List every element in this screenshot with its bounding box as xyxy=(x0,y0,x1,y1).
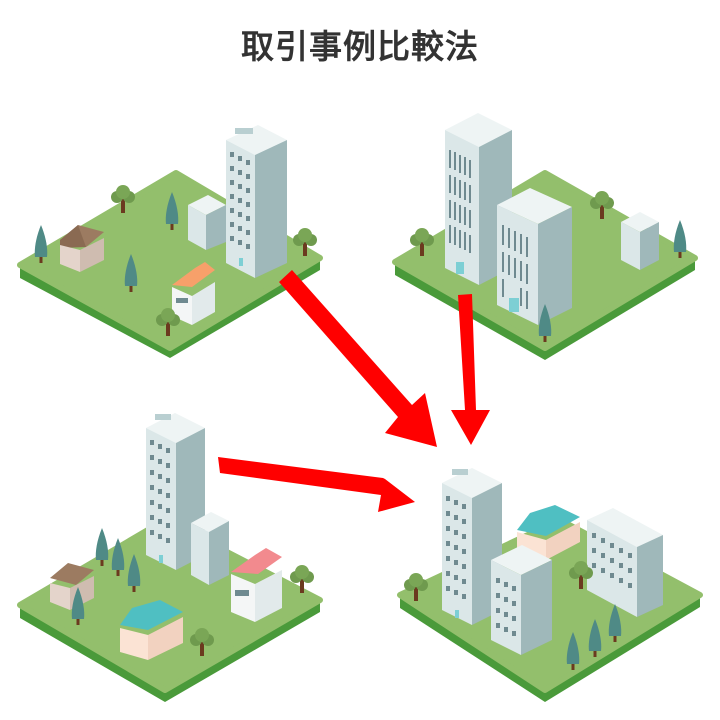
arrow-case-1-to-subject xyxy=(279,270,437,447)
tall-apartment-tower xyxy=(226,125,287,278)
panel-subject-property xyxy=(397,468,703,702)
arrow-case-3-to-subject xyxy=(218,457,415,512)
arrow-case-2-to-subject xyxy=(451,294,490,445)
panel-case-1 xyxy=(17,125,323,358)
pink-roof-townhouses xyxy=(231,548,282,622)
diagram-title: 取引事例比較法 xyxy=(241,27,479,66)
mid-apartment xyxy=(491,545,552,655)
small-office xyxy=(188,195,226,250)
long-apartment-block xyxy=(587,508,663,617)
office-block xyxy=(497,188,572,325)
teal-roof-house xyxy=(120,600,183,660)
mid-apartment xyxy=(191,512,229,585)
small-building xyxy=(621,212,659,270)
brown-house xyxy=(60,225,104,272)
teal-roof-house xyxy=(517,505,580,560)
brown-house xyxy=(50,563,94,610)
panel-case-2 xyxy=(392,113,698,360)
panel-case-3 xyxy=(17,413,323,702)
